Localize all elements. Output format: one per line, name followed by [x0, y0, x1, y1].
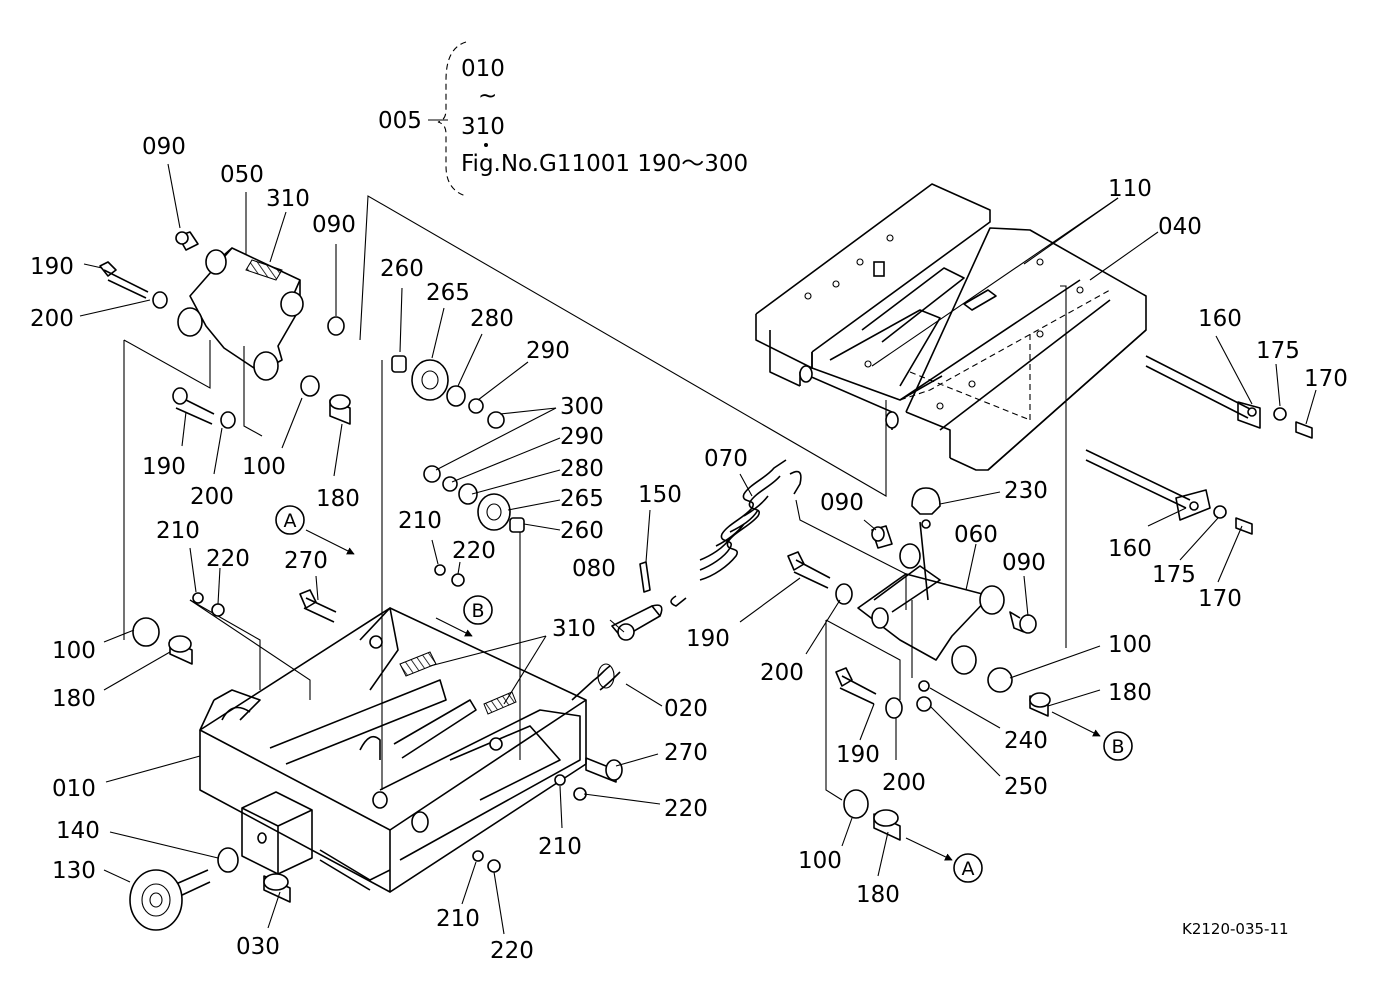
label-200-d: 200 — [882, 770, 926, 796]
label-180-b: 180 — [52, 686, 96, 712]
label-020: 020 — [664, 696, 708, 722]
label-010: 010 — [52, 776, 96, 802]
svg-text:B: B — [1111, 736, 1124, 758]
assembly-range-end: 310 — [461, 114, 505, 140]
part-150-pin — [639, 561, 651, 593]
callout-arrows — [305, 529, 1101, 861]
callout-a-lower: A — [953, 853, 983, 883]
label-200-c: 200 — [760, 660, 804, 686]
part-080-link — [611, 604, 663, 641]
label-240: 240 — [1004, 728, 1048, 754]
label-260-a: 260 — [380, 256, 424, 282]
bearing-stack-upper — [391, 355, 505, 429]
part-070-spring — [670, 459, 802, 607]
svg-text:A: A — [284, 510, 297, 532]
label-175-a: 175 — [1256, 338, 1300, 364]
label-270-b: 270 — [664, 740, 708, 766]
label-110: 110 — [1108, 176, 1152, 202]
leader-lines — [79, 163, 1317, 935]
label-090-b: 090 — [312, 212, 356, 238]
label-200-b: 200 — [190, 484, 234, 510]
label-170-a: 170 — [1304, 366, 1348, 392]
part-030-knob-block — [129, 791, 313, 931]
label-100-a: 100 — [242, 454, 286, 480]
assembly-range-tilde: ~ — [478, 83, 497, 109]
part-020-spring — [571, 663, 621, 701]
part-010-base-frame — [199, 607, 587, 893]
part-060-lever — [787, 487, 1051, 841]
label-080: 080 — [572, 556, 616, 582]
label-220-a: 220 — [206, 546, 250, 572]
drawing-code: K2120-035-11 — [1182, 920, 1289, 938]
label-210-b: 210 — [398, 508, 442, 534]
label-150: 150 — [638, 482, 682, 508]
label-060: 060 — [954, 522, 998, 548]
assembly-number: 005 — [378, 108, 422, 134]
label-140: 140 — [56, 818, 100, 844]
label-180-d: 180 — [856, 882, 900, 908]
callout-b-right: B — [1103, 731, 1133, 761]
label-100-d: 100 — [798, 848, 842, 874]
part-labels: 090 050 310 090 190 200 190 200 100 180 … — [30, 134, 1348, 964]
label-050: 050 — [220, 162, 264, 188]
label-300: 300 — [560, 394, 604, 420]
label-250: 250 — [1004, 774, 1048, 800]
assembly-header: 005 010 ~ 310 Fig.No.G11001 190～300 — [378, 41, 748, 197]
label-265-a: 265 — [426, 280, 470, 306]
label-270-a: 270 — [284, 548, 328, 574]
label-310-a: 310 — [266, 186, 310, 212]
part-040-seat-slide — [755, 183, 1147, 471]
relation-lines — [123, 195, 1067, 801]
label-190-d: 190 — [836, 742, 880, 768]
label-090-d: 090 — [1002, 550, 1046, 576]
bearing-stack-lower — [423, 465, 525, 533]
label-175-b: 175 — [1152, 562, 1196, 588]
label-220-d: 220 — [490, 938, 534, 964]
label-100-b: 100 — [52, 638, 96, 664]
label-210-d: 210 — [436, 906, 480, 932]
label-280-b: 280 — [560, 456, 604, 482]
label-210-a: 210 — [156, 518, 200, 544]
callout-b-upper: B — [463, 595, 493, 625]
label-160-b: 160 — [1108, 536, 1152, 562]
label-310-b: 310 — [552, 616, 596, 642]
label-220-b: 220 — [452, 538, 496, 564]
assembly-figure-reference: Fig.No.G11001 190～300 — [461, 151, 748, 177]
label-200-a: 200 — [30, 306, 74, 332]
part-050-bracket — [99, 231, 351, 429]
assembly-range-start: 010 — [461, 56, 505, 82]
label-280-a: 280 — [470, 306, 514, 332]
label-030: 030 — [236, 934, 280, 960]
label-180-a: 180 — [316, 486, 360, 512]
label-290-b: 290 — [560, 424, 604, 450]
label-290-a: 290 — [526, 338, 570, 364]
svg-text:A: A — [962, 858, 975, 880]
label-170-b: 170 — [1198, 586, 1242, 612]
label-130: 130 — [52, 858, 96, 884]
label-190-c: 190 — [686, 626, 730, 652]
label-210-c: 210 — [538, 834, 582, 860]
label-190-b: 190 — [142, 454, 186, 480]
label-160-a: 160 — [1198, 306, 1242, 332]
label-070: 070 — [704, 446, 748, 472]
label-100-c: 100 — [1108, 632, 1152, 658]
label-090-a: 090 — [142, 134, 186, 160]
label-220-c: 220 — [664, 796, 708, 822]
assembly-bracket — [437, 41, 467, 197]
label-230: 230 — [1004, 478, 1048, 504]
callout-a-upper: A — [275, 505, 305, 535]
label-180-c: 180 — [1108, 680, 1152, 706]
label-190-a: 190 — [30, 254, 74, 280]
label-040: 040 — [1158, 214, 1202, 240]
label-260-b: 260 — [560, 518, 604, 544]
part-160-rods — [1085, 355, 1313, 535]
label-265-b: 265 — [560, 486, 604, 512]
label-090-c: 090 — [820, 490, 864, 516]
svg-text:B: B — [471, 600, 484, 622]
